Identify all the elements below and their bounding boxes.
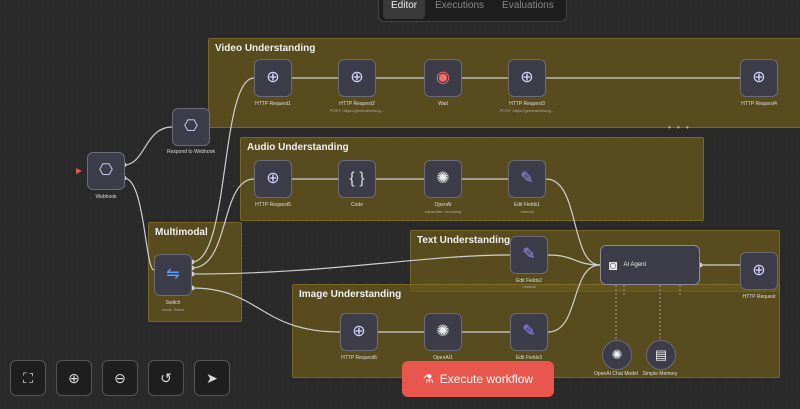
node-video-http3-label: HTTP Request3 [509,101,545,107]
globe-icon: ⊕ [520,69,534,86]
node-audio-openai-sub: transcribe: recording [424,209,462,214]
group-text-label: Text Understanding [417,235,511,246]
node-respond-label: Respond to Webhook [167,149,215,155]
node-switch-sub: mode: Rules [161,307,185,312]
reset-zoom-icon: ↺ [160,369,172,386]
view-tabs: Editor Executions Evaluations [378,0,567,22]
zoom-out-icon: ⊖ [114,369,126,386]
group-image-label: Image Understanding [299,289,402,300]
node-video-http4-label: HTTP Request4 [741,101,777,107]
fit-view-button[interactable]: ⛶ [10,360,46,396]
code-braces-icon: { } [349,170,365,187]
pencil-icon: ✎ [522,323,536,340]
globe-icon: ⊕ [752,262,766,279]
group-video-label: Video Understanding [215,43,316,54]
node-audio-edit[interactable]: ✎ [508,160,546,198]
pencil-icon: ✎ [522,246,536,263]
globe-icon: ⊕ [266,69,280,86]
openai-icon: ✺ [436,170,450,187]
node-image-http[interactable]: ⊕ [340,313,378,351]
execute-workflow-label: Execute workflow [439,372,534,386]
node-video-http4[interactable]: ⊕ [740,59,778,97]
node-video-http1[interactable]: ⊕ [254,59,292,97]
globe-icon: ⊕ [266,170,280,187]
node-webhook[interactable]: ⎔ [87,152,125,190]
node-webhook-label: Webhook [95,194,117,200]
node-image-openai-label: OpenAI1 [433,355,453,361]
reset-zoom-button[interactable]: ↺ [148,360,184,396]
node-video-wait-label: Wait [438,101,448,107]
webhook-icon: ⎔ [184,118,198,135]
node-video-http3-sub: POST: https://generativelang... [499,108,555,113]
group-audio-label: Audio Understanding [247,142,349,153]
canvas-toolbar: ⛶ ⊕ ⊖ ↺ ➤ [10,360,230,396]
group-text[interactable]: Text Understanding [410,230,780,292]
node-audio-edit-label: Edit Fields1 [513,202,541,208]
node-video-http2-label: HTTP Request2 [339,101,375,107]
node-video-wait[interactable]: ◉ [424,59,462,97]
node-respond-webhook[interactable]: ⎔ [172,108,210,146]
node-audio-openai-label: OpenAI [434,202,452,208]
globe-icon: ⊕ [352,323,366,340]
globe-icon: ⊕ [350,69,364,86]
openai-icon: ✺ [436,323,450,340]
node-ai-agent[interactable]: ◙ AI Agent [600,245,700,285]
node-video-http3[interactable]: ⊕ [508,59,546,97]
node-text-edit-sub: manual [522,284,536,289]
node-audio-code[interactable]: { } [338,160,376,198]
node-text-edit-label: Edit Fields2 [515,278,543,284]
edge-webhook-respond [123,126,173,166]
node-switch[interactable]: ⇋ [154,254,192,296]
node-image-openai[interactable]: ✺ [424,313,462,351]
group-video[interactable]: Video Understanding [208,38,800,128]
node-output-http-label: HTTP Request [742,294,776,300]
tab-editor[interactable]: Editor [383,0,426,19]
node-image-edit-label: Edit Fields3 [515,355,543,361]
switch-icon: ⇋ [166,266,180,283]
pencil-icon: ✎ [520,170,534,187]
node-memory-label: Simple Memory [642,371,678,377]
robot-icon: ◙ [609,257,618,273]
node-output-http[interactable]: ⊕ [740,252,778,290]
zoom-out-button[interactable]: ⊖ [102,360,138,396]
pause-circle-icon: ◉ [436,69,450,86]
node-switch-label: Switch [165,300,181,306]
node-image-http-label: HTTP Request6 [341,355,377,361]
group-resize-handle[interactable]: • • • [668,123,691,132]
node-audio-edit-sub: manual [520,209,534,214]
pointer-icon: ➤ [206,369,218,386]
zoom-in-button[interactable]: ⊕ [56,360,92,396]
tab-executions[interactable]: Executions [435,0,485,11]
globe-icon: ⊕ [752,69,766,86]
node-audio-code-label: Code [351,202,363,208]
node-image-edit[interactable]: ✎ [510,313,548,351]
flask-icon: ⚗ [422,372,434,386]
node-video-http2[interactable]: ⊕ [338,59,376,97]
fit-view-icon: ⛶ [23,369,33,386]
node-audio-http-label: HTTP Request5 [255,202,291,208]
node-ai-agent-label: AI Agent [623,262,647,268]
node-chat-model[interactable]: ✺ [602,340,632,370]
openai-icon: ✺ [611,347,623,362]
node-audio-openai[interactable]: ✺ [424,160,462,198]
node-video-http2-sub: POST: https://generativelang... [329,108,385,113]
group-multimodal-label: Multimodal [155,227,208,238]
node-memory[interactable]: ▤ [646,340,676,370]
pointer-button[interactable]: ➤ [194,360,230,396]
node-audio-http[interactable]: ⊕ [254,160,292,198]
node-chat-model-label: OpenAI Chat Model [594,371,638,377]
zoom-in-icon: ⊕ [68,369,80,386]
execute-workflow-button[interactable]: ⚗ Execute workflow [402,361,554,397]
node-video-http1-label: HTTP Request1 [255,101,291,107]
node-text-edit[interactable]: ✎ [510,236,548,274]
webhook-icon: ⎔ [99,162,113,179]
database-icon: ▤ [654,347,668,362]
tab-evaluations[interactable]: Evaluations [502,0,554,11]
